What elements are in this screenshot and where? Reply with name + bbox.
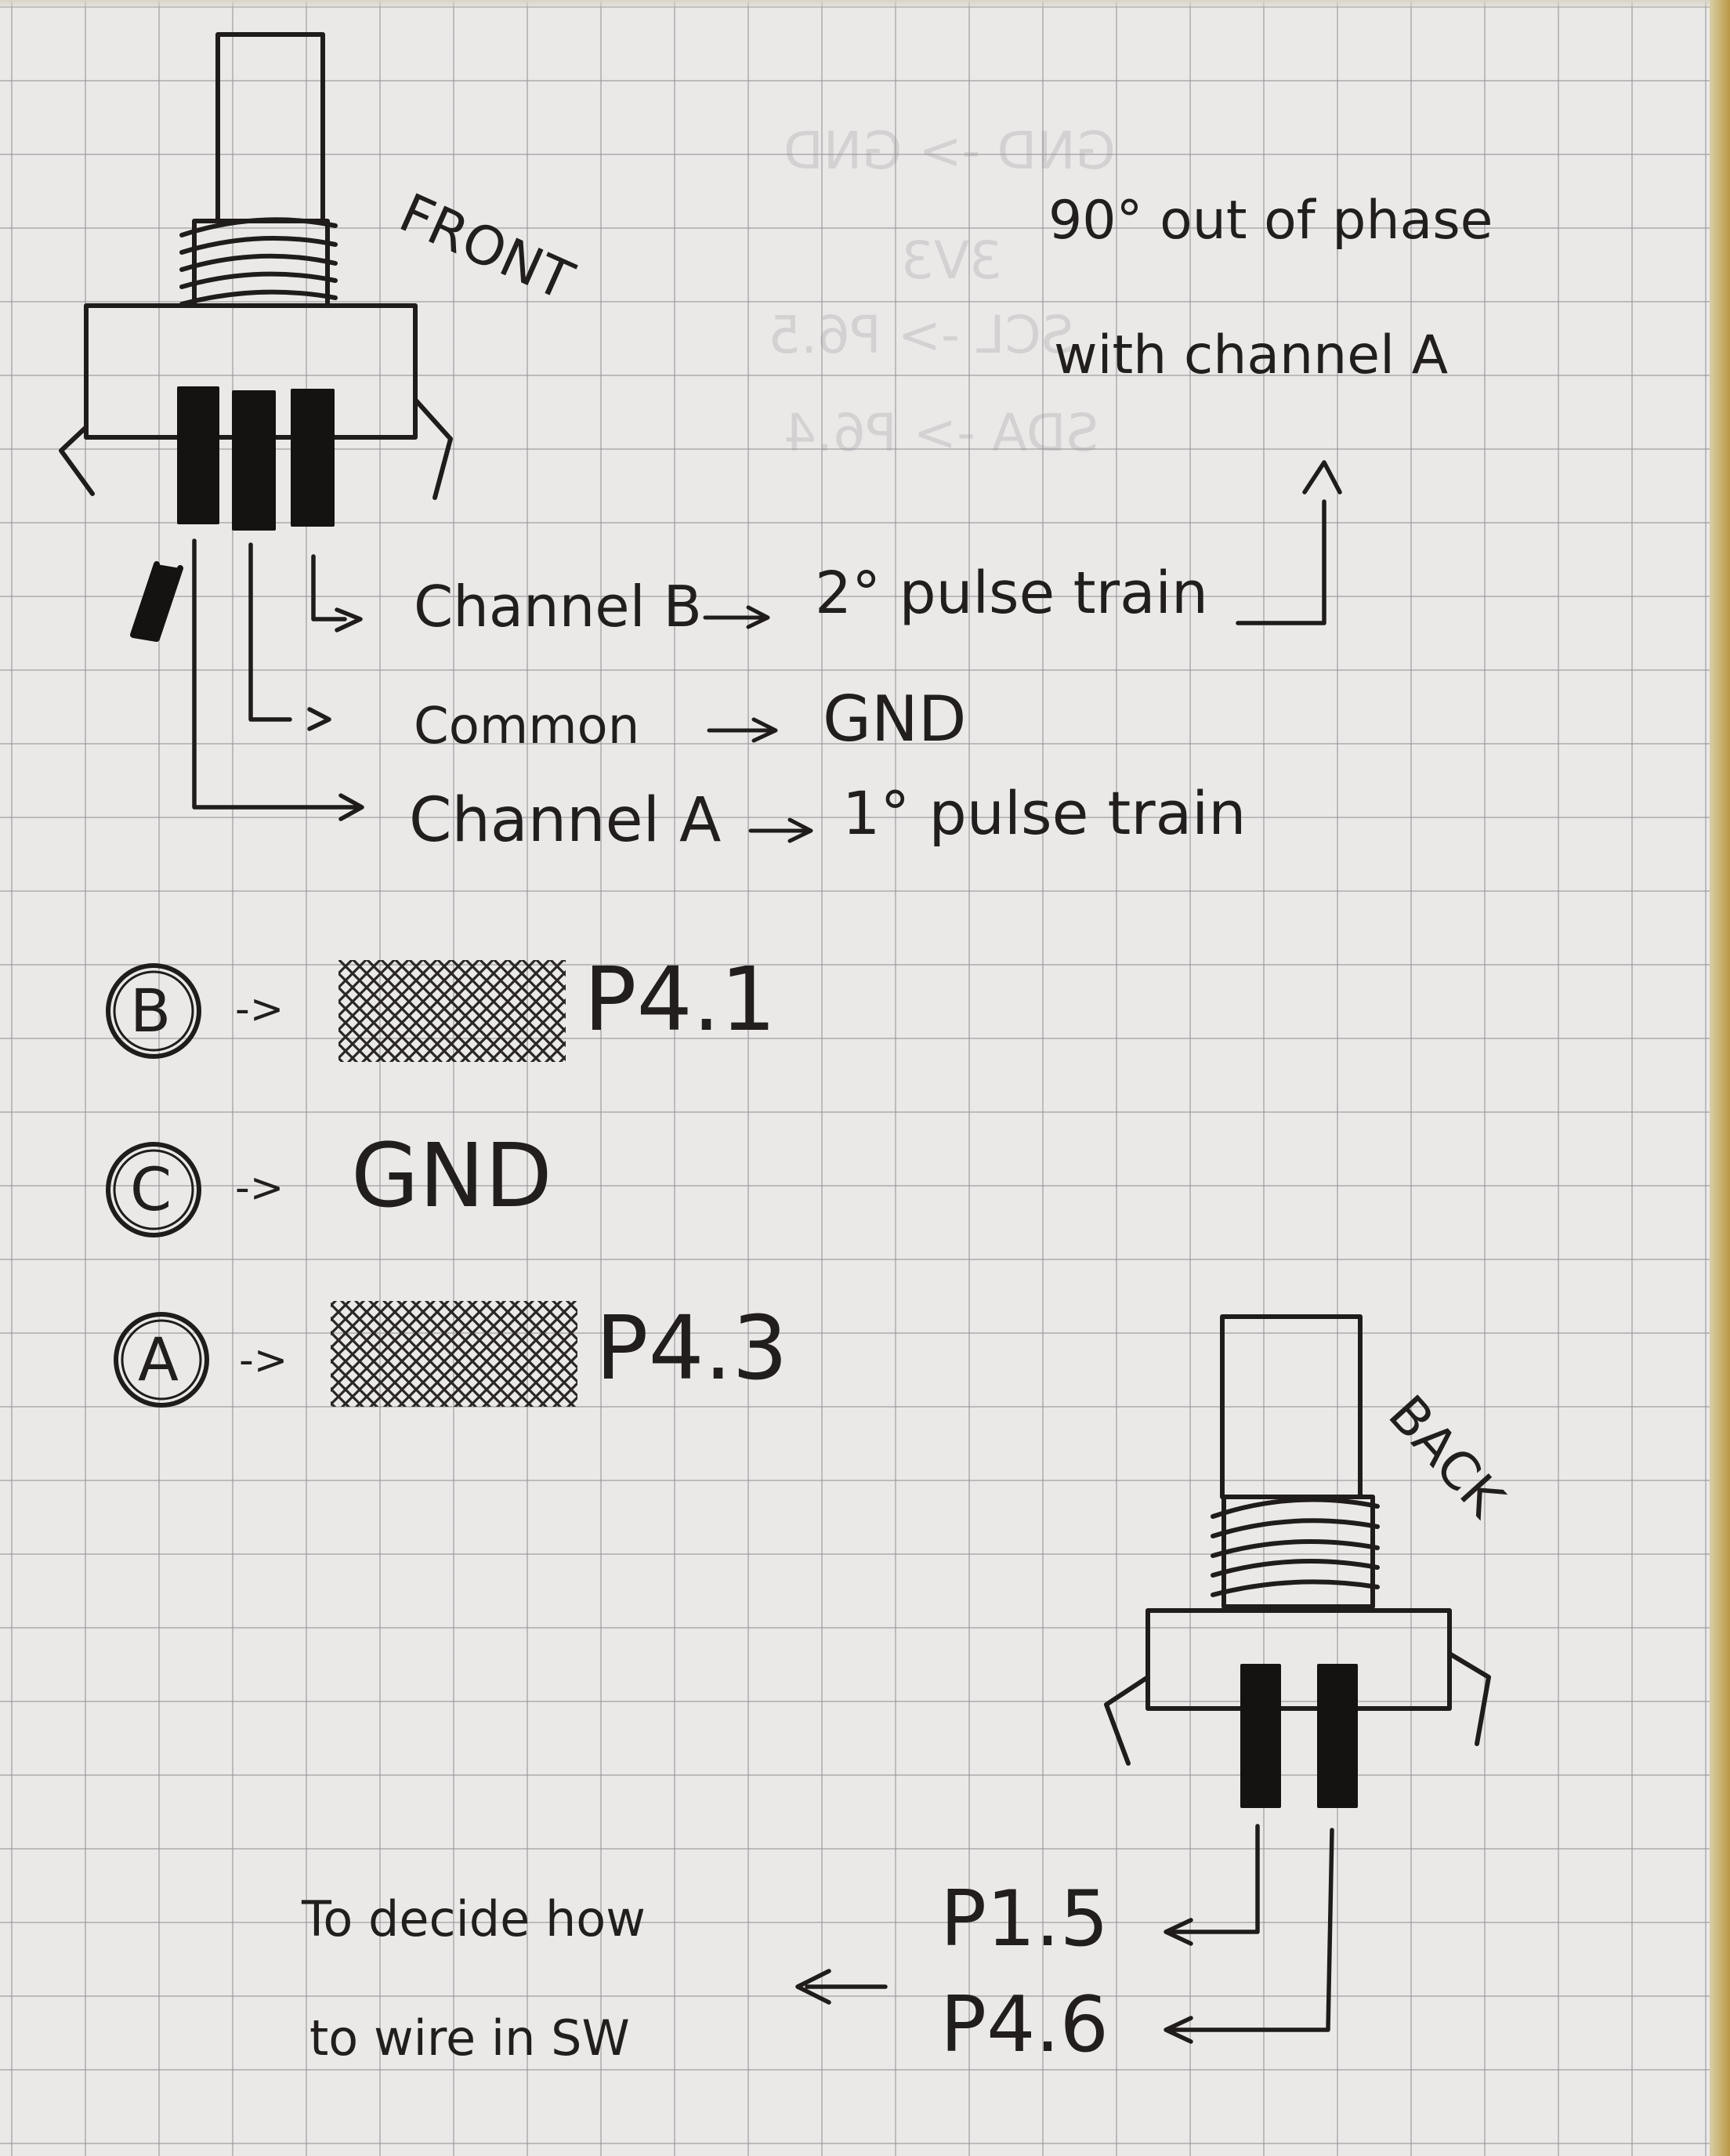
back-pins xyxy=(1240,1664,1358,1808)
front-right-tab xyxy=(413,397,453,500)
mapping-arrow: -> xyxy=(235,986,284,1033)
back-left-tab xyxy=(1104,1675,1150,1766)
circle-c xyxy=(106,1142,201,1237)
switch-pin-2 xyxy=(1317,1664,1358,1808)
mapping-key-a: A xyxy=(138,1324,179,1394)
pin-target-common: GND xyxy=(823,683,967,756)
crossed-out-entry xyxy=(331,1301,577,1407)
scribble-mark xyxy=(130,561,183,642)
arrow-channel-a xyxy=(748,817,813,843)
mapping-value-a: P4.3 xyxy=(595,1298,788,1400)
paper-top-edge xyxy=(0,0,1730,9)
switch-note-line1: To decide how xyxy=(302,1890,646,1948)
lead-common-arrowhead xyxy=(307,707,331,731)
arrow-common xyxy=(707,717,778,743)
mapping-value-b: P4.1 xyxy=(584,949,776,1051)
phase-note-line1: 90° out of phase xyxy=(1048,190,1493,252)
back-shaft xyxy=(1220,1314,1363,1499)
mapping-key-b: B xyxy=(130,976,172,1045)
mapping-circles xyxy=(106,963,209,1408)
front-leads xyxy=(192,538,364,821)
front-thread xyxy=(179,217,338,308)
arrow-to-note xyxy=(795,1969,888,2005)
crossed-out-entry xyxy=(338,960,566,1062)
pin-label-channel-b: Channel B xyxy=(414,574,702,640)
phase-note-line2: with channel A xyxy=(1054,324,1449,386)
pin-label-common: Common xyxy=(414,698,640,756)
switch-pin-p15: P1.5 xyxy=(940,1875,1109,1964)
pin-channel-a xyxy=(177,386,219,524)
back-thread xyxy=(1211,1495,1380,1609)
arrow-channel-b xyxy=(703,605,770,629)
lead-channel-a-arrowhead xyxy=(338,793,364,821)
front-shaft xyxy=(215,32,325,223)
mapping-arrow: -> xyxy=(235,1165,284,1212)
front-left-tab xyxy=(59,425,95,496)
back-right-tab xyxy=(1447,1651,1491,1746)
circle-a xyxy=(114,1312,209,1408)
back-body xyxy=(1145,1608,1452,1711)
back-encoder-drawing xyxy=(1104,1314,1491,1808)
phase-arrow xyxy=(1236,460,1342,625)
back-leads xyxy=(795,1824,1334,2044)
switch-note-line2: to wire in SW xyxy=(309,2009,630,2067)
front-pins xyxy=(177,386,335,531)
lead-channel-a xyxy=(192,538,359,810)
label-arrows xyxy=(703,605,813,843)
lead-p46-arrowhead xyxy=(1164,2016,1193,2044)
switch-pin-1 xyxy=(1240,1664,1281,1808)
lead-common xyxy=(248,542,292,722)
lead-p15-arrowhead xyxy=(1164,1918,1193,1946)
pin-target-channel-b: 2° pulse train xyxy=(815,560,1208,627)
pin-channel-b xyxy=(291,389,335,527)
pin-target-channel-a: 1° pulse train xyxy=(842,778,1247,848)
circle-b xyxy=(106,963,201,1059)
lead-channel-b-arrowhead xyxy=(335,607,363,632)
front-encoder-drawing xyxy=(59,32,453,642)
lead-p46 xyxy=(1169,1828,1334,2032)
pin-common xyxy=(232,390,276,531)
lead-p15 xyxy=(1169,1824,1260,1934)
mapping-key-c: C xyxy=(130,1154,172,1224)
lead-channel-b xyxy=(311,554,347,621)
mapping-value-c: GND xyxy=(351,1125,552,1227)
notebook-cover-edge xyxy=(1710,0,1730,2156)
mapping-arrow: -> xyxy=(239,1337,288,1384)
switch-pin-p46: P4.6 xyxy=(940,1980,1109,2070)
pin-label-channel-a: Channel A xyxy=(409,785,722,856)
